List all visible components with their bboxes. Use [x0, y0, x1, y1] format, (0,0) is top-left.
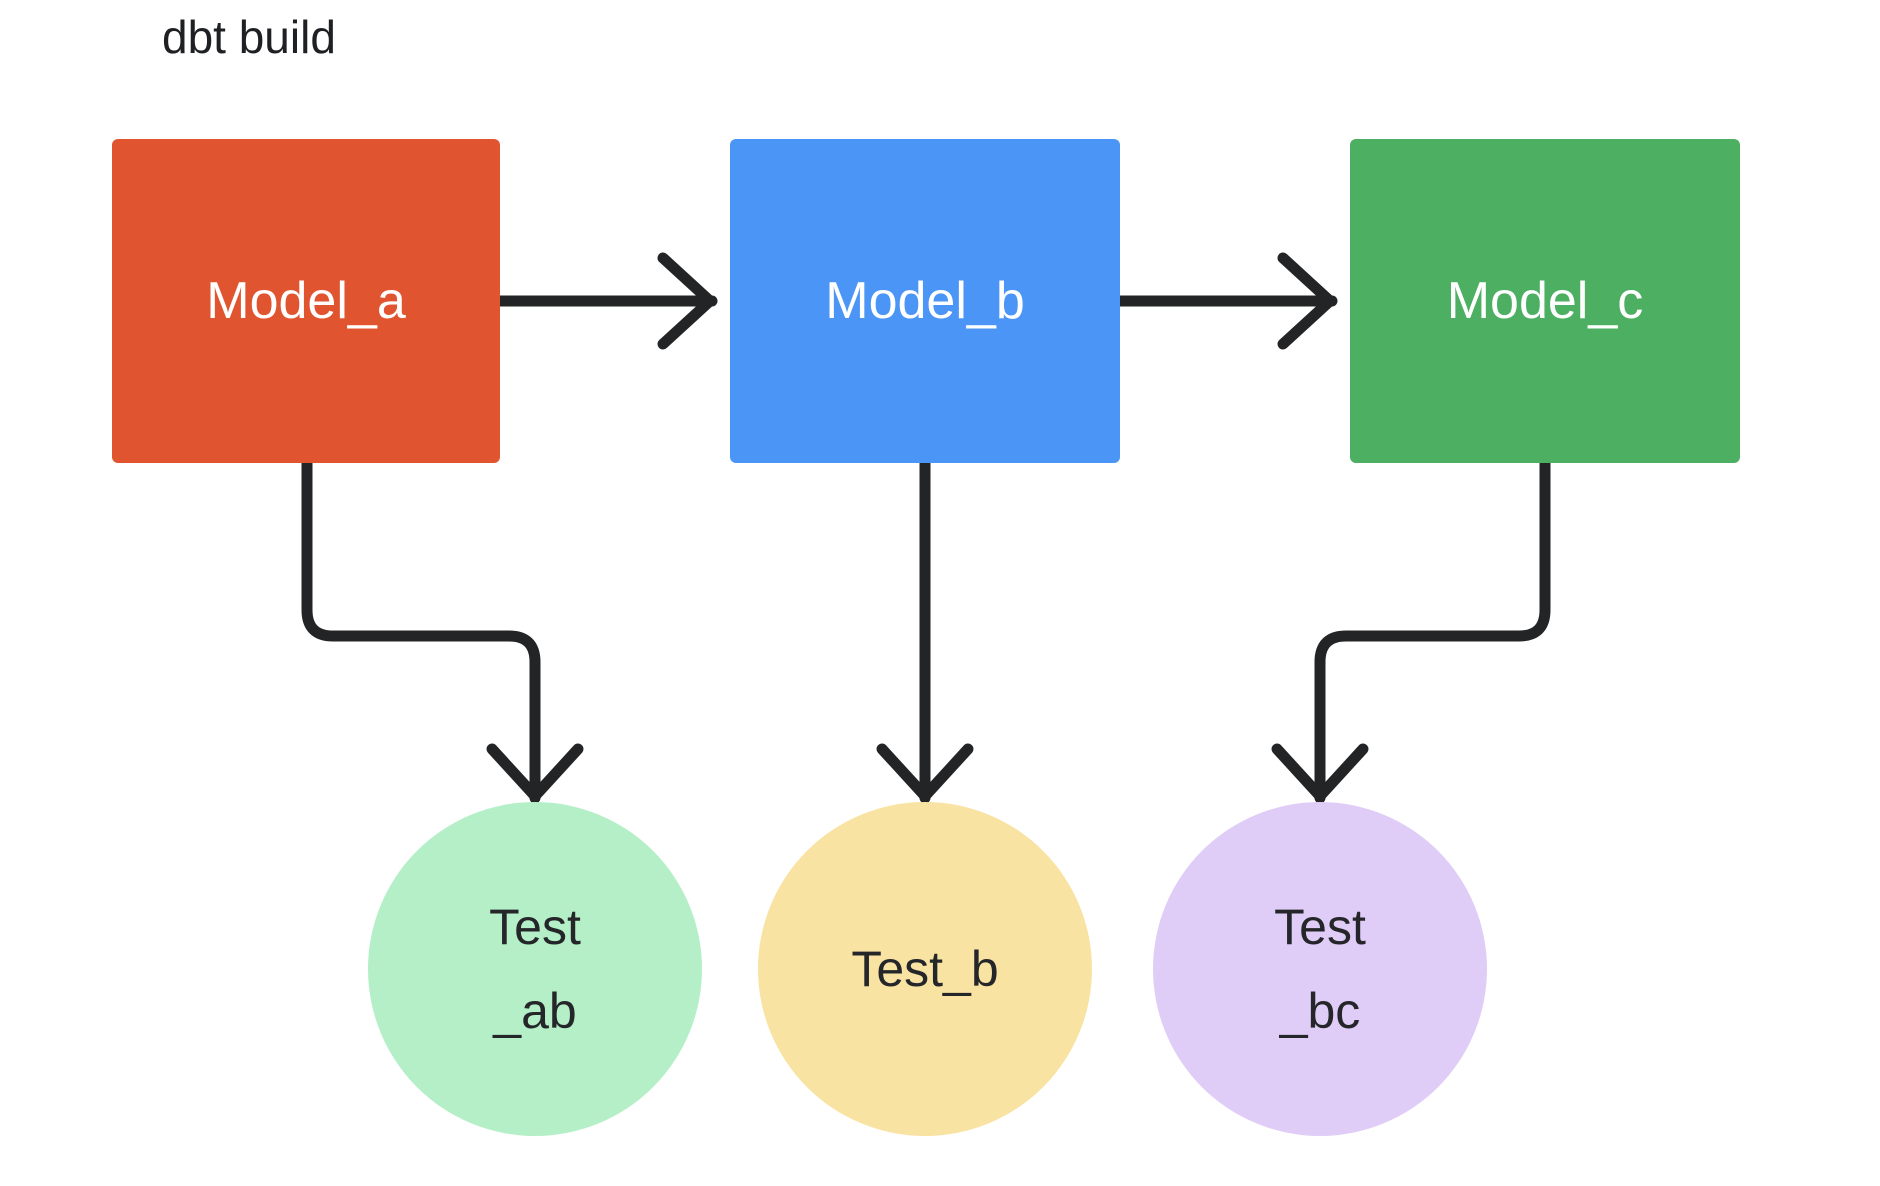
- edge-model-b-to-test-b: [876, 457, 974, 804]
- edge-model-a-to-model-b: [494, 252, 718, 350]
- edge-model-b-to-model-c: [1114, 252, 1338, 350]
- node-test-ab-label-line-2: _ab: [493, 983, 577, 1039]
- node-model-c[interactable]: Model_c: [1350, 139, 1740, 463]
- node-test-bc-label-line-2: _bc: [1279, 983, 1361, 1039]
- node-test-b-label-line-1: Test_b: [851, 941, 999, 997]
- diagram-title: dbt build: [162, 11, 336, 63]
- node-test-ab-label-line-1: Test: [489, 899, 581, 955]
- node-model-b-label: Model_b: [825, 272, 1025, 330]
- node-test-bc[interactable]: Test _bc: [1153, 802, 1487, 1136]
- node-test-bc-label-line-1: Test: [1274, 899, 1366, 955]
- node-model-a[interactable]: Model_a: [112, 139, 500, 463]
- edge-model-c-to-test-bc: [1271, 457, 1551, 804]
- node-model-b[interactable]: Model_b: [730, 139, 1120, 463]
- node-model-c-label: Model_c: [1446, 272, 1644, 330]
- node-test-b[interactable]: Test_b: [758, 802, 1092, 1136]
- node-test-ab[interactable]: Test _ab: [368, 802, 702, 1136]
- node-model-a-label: Model_a: [206, 272, 406, 330]
- edge-model-a-to-test-ab: [301, 457, 584, 804]
